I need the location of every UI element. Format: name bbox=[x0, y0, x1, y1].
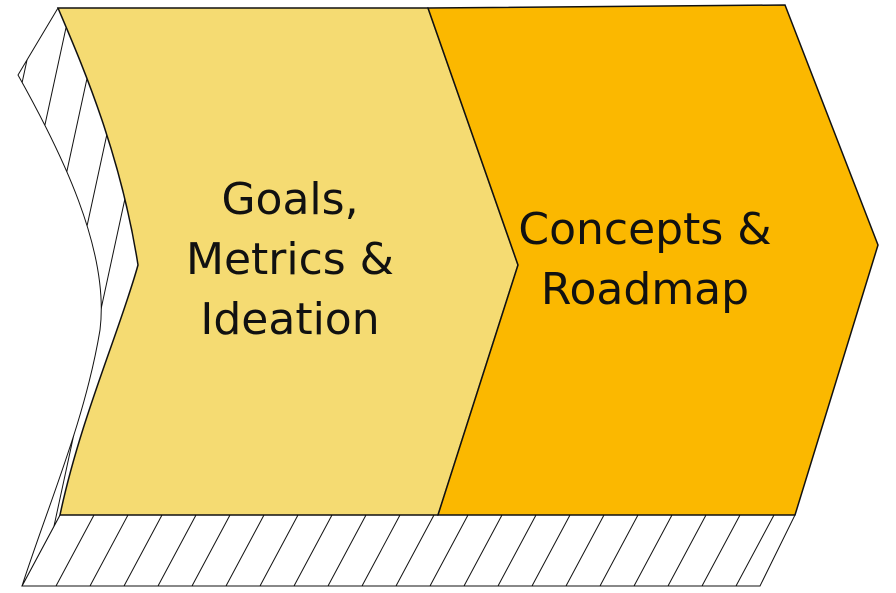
hatch-line bbox=[123, 515, 163, 586]
hatch-line bbox=[157, 515, 197, 586]
hatch-line bbox=[565, 515, 605, 586]
hatch-line bbox=[735, 515, 775, 586]
hatch-line bbox=[531, 515, 571, 586]
step-1-label: Goals, Metrics & Ideation bbox=[150, 170, 430, 350]
step-2-line-2: Roadmap bbox=[540, 264, 750, 315]
hatch-line bbox=[37, 8, 138, 586]
step-1-line-3: Ideation bbox=[200, 294, 380, 345]
hatch-line bbox=[463, 515, 503, 586]
hatch-line bbox=[18, 8, 73, 586]
hatch-line bbox=[769, 515, 795, 586]
step-2-label: Concepts & Roadmap bbox=[505, 200, 785, 320]
hatch-line bbox=[701, 515, 741, 586]
step-1-line-2: Metrics & bbox=[185, 234, 394, 285]
hatch-line bbox=[293, 515, 333, 586]
hatch-line bbox=[395, 515, 435, 586]
hatch-line bbox=[361, 515, 401, 586]
chevron-concepts-roadmap bbox=[426, 4, 879, 516]
hatch-line bbox=[633, 515, 673, 586]
step-2-line-1: Concepts & bbox=[518, 204, 772, 255]
hatch-line bbox=[191, 515, 231, 586]
side-outline bbox=[17, 7, 102, 587]
hatch-line bbox=[599, 515, 639, 586]
hatch-line bbox=[259, 515, 299, 586]
hatch-line bbox=[429, 515, 469, 586]
hatch-line bbox=[55, 515, 95, 586]
hatched-base bbox=[22, 515, 795, 586]
chevron-goals-metrics-ideation bbox=[56, 7, 519, 516]
hatch-line bbox=[327, 515, 367, 586]
hatch-line bbox=[89, 515, 129, 586]
hatch-line bbox=[497, 515, 537, 586]
step-1-line-1: Goals, bbox=[221, 174, 359, 225]
hatch-line bbox=[225, 515, 265, 586]
base-outline bbox=[21, 514, 796, 587]
hatch-line bbox=[667, 515, 707, 586]
hatch-line bbox=[18, 8, 41, 586]
